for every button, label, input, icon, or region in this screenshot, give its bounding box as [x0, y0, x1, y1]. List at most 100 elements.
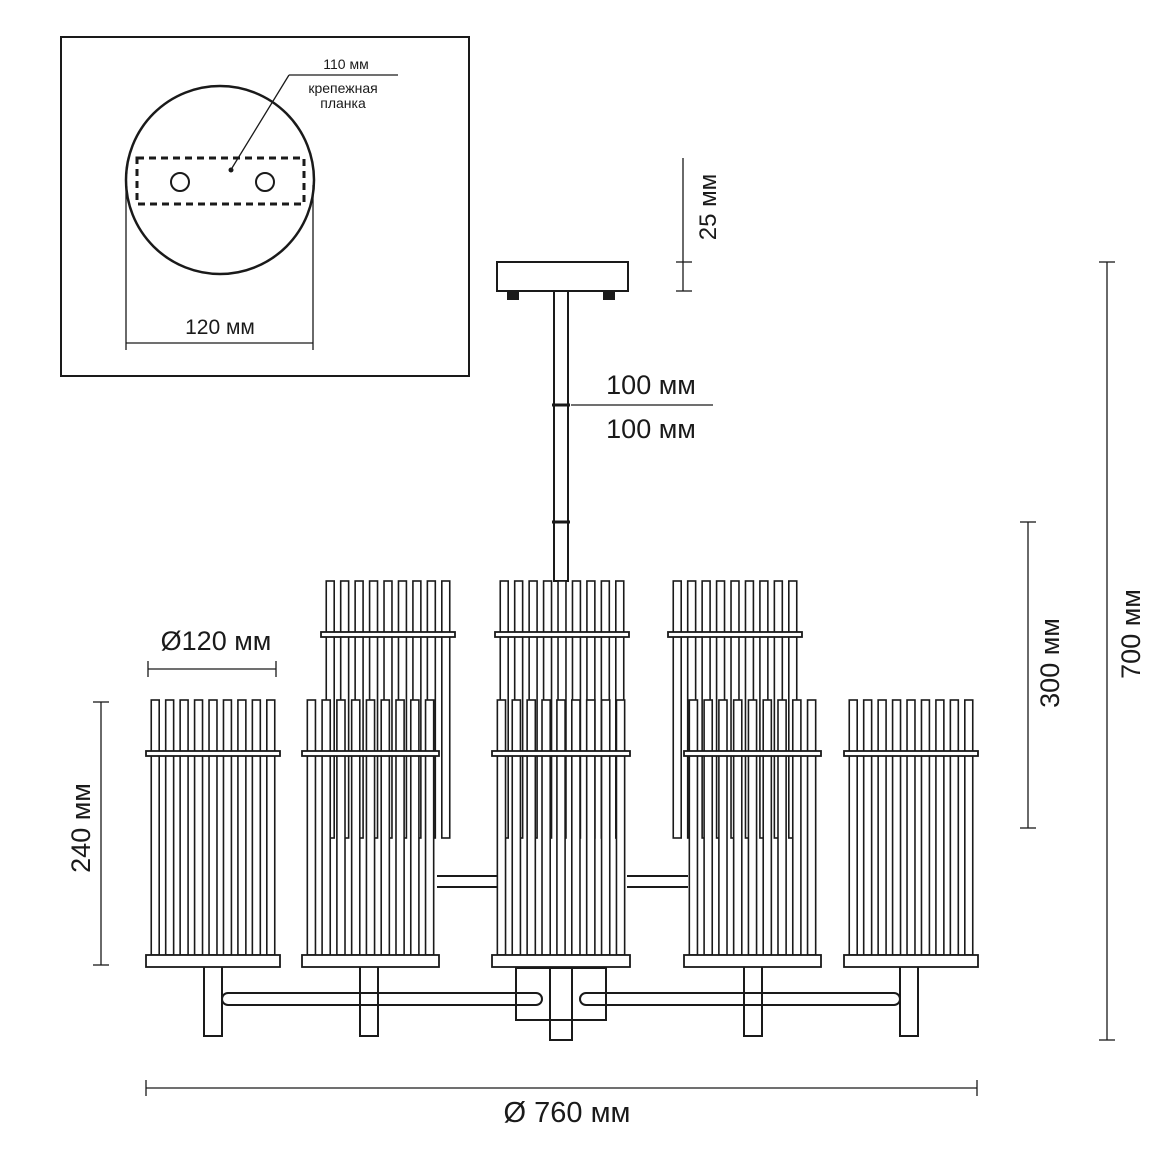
- front-shade-2-rod: [380, 699, 391, 956]
- holder-3: [549, 965, 573, 1041]
- front-shade-1-rod: [150, 699, 160, 956]
- bar-center-dot: [228, 167, 234, 173]
- arm-rail-right: [579, 992, 901, 1006]
- front-shade-2-rod: [395, 699, 405, 956]
- front-shade-3-rod: [615, 699, 626, 956]
- front-shade-3-rod: [556, 699, 566, 956]
- mounting-hole-left: [170, 172, 190, 192]
- front-shade-1-rod: [193, 699, 204, 956]
- front-shade-3-rod: [600, 699, 611, 956]
- front-shade-3-rod: [570, 699, 581, 956]
- front-shade-3: [491, 699, 631, 968]
- inset-frame: [60, 36, 470, 377]
- shade-height-label: 240 мм: [66, 783, 96, 873]
- front-shade-5-rod: [848, 699, 858, 956]
- front-shade-2-rod: [409, 699, 420, 956]
- front-shade-4-rod: [718, 699, 728, 956]
- front-shade-4-rod: [688, 699, 699, 956]
- bar-label-line2: планка: [320, 95, 366, 111]
- front-shade-5: [843, 699, 979, 968]
- front-shade-1-rod: [222, 699, 233, 956]
- bar-length-label: 110 мм: [323, 56, 368, 72]
- canopy-screw-right: [603, 291, 615, 300]
- front-shade-4-rod: [777, 699, 787, 956]
- dimension-shade-height: 240 мм: [66, 701, 109, 966]
- front-shade-2-rod: [306, 699, 317, 956]
- front-shade-4-rod: [806, 699, 817, 956]
- rod-segment-1-label: 100 мм: [606, 370, 696, 400]
- dimension-total-diameter: Ø 760 мм: [145, 1080, 978, 1129]
- front-shade-3-rod: [526, 699, 537, 956]
- shade-diameter-label: Ø120 мм: [161, 626, 272, 656]
- front-shade-2: [301, 699, 440, 968]
- front-shade-1-base-ring: [145, 954, 281, 968]
- front-shade-5-base-ring: [843, 954, 979, 968]
- front-shade-3-rod: [541, 699, 552, 956]
- canopy-screw-left: [507, 291, 519, 300]
- canopy-circle: [124, 84, 316, 276]
- dimension-canopy-height: 25 мм: [676, 158, 722, 292]
- bar-leader-line: [231, 74, 290, 169]
- front-shade-3-top-ring: [491, 750, 631, 757]
- front-shade-5-rod: [949, 699, 960, 956]
- front-shade-1-rod: [251, 699, 262, 956]
- arm-rail-left: [221, 992, 543, 1006]
- front-shade-1-rod: [179, 699, 189, 956]
- front-shade-5-rod: [862, 699, 873, 956]
- holder-2: [359, 965, 379, 1037]
- front-shade-2-base-ring: [301, 954, 440, 968]
- front-shade-4-rod: [732, 699, 743, 956]
- front-shade-5-rod: [877, 699, 887, 956]
- back-shade-3-rod: [672, 580, 682, 839]
- canopy-plate: [496, 261, 629, 292]
- total-height-label: 700 мм: [1116, 589, 1146, 679]
- front-shade-2-rod: [336, 699, 346, 956]
- front-shade-5-rod: [891, 699, 902, 956]
- front-shade-1-rod: [266, 699, 276, 956]
- front-shade-2-rod: [321, 699, 332, 956]
- front-shade-3-base-ring: [491, 954, 631, 968]
- canopy-top-view-inset: 110 мм крепежная планка 120 мм: [60, 36, 470, 377]
- stem-rod: [553, 290, 569, 582]
- bar-label-line1: крепежная: [308, 80, 377, 96]
- dimension-rod: 100 мм 100 мм: [571, 370, 713, 444]
- front-shade-3-rod: [511, 699, 522, 956]
- front-shade-1: [145, 699, 281, 968]
- canopy-diameter-label: 120 мм: [185, 316, 255, 339]
- canopy-height-label: 25 мм: [695, 174, 722, 240]
- mounting-bar-outline: [135, 156, 306, 206]
- front-shade-4-top-ring: [683, 750, 822, 757]
- holder-4: [743, 965, 763, 1037]
- holder-5: [899, 965, 919, 1037]
- front-shade-4-base-ring: [683, 954, 822, 968]
- back-shade-3-top-ring: [667, 631, 803, 638]
- front-shade-4: [683, 699, 822, 968]
- front-shade-4-rod: [703, 699, 714, 956]
- inner-height-label: 300 мм: [1035, 618, 1065, 708]
- front-shade-4-rod: [791, 699, 802, 956]
- back-shade-1-top-ring: [320, 631, 456, 638]
- front-shade-5-top-ring: [843, 750, 979, 757]
- front-row-shades: [145, 699, 979, 968]
- dimension-total-height: 700 мм: [1099, 261, 1146, 1041]
- rod-segment-2-label: 100 мм: [606, 414, 696, 444]
- front-shade-1-rod: [237, 699, 247, 956]
- front-shade-2-top-ring: [301, 750, 440, 757]
- front-shade-3-rod: [496, 699, 507, 956]
- front-shade-2-rod: [350, 699, 361, 956]
- front-shade-5-rod: [906, 699, 916, 956]
- front-shade-5-rod: [920, 699, 931, 956]
- front-shade-2-rod: [424, 699, 435, 956]
- front-shade-5-rod: [935, 699, 945, 956]
- back-shade-1-rod: [441, 580, 451, 839]
- front-shade-3-rod: [585, 699, 596, 956]
- front-shade-5-rod: [964, 699, 974, 956]
- holder-1: [203, 965, 223, 1037]
- front-shade-1-rod: [164, 699, 175, 956]
- dimension-shade-diameter: Ø120 мм: [147, 626, 277, 677]
- front-shade-2-rod: [365, 699, 376, 956]
- front-shade-4-rod: [747, 699, 758, 956]
- front-shade-4-rod: [762, 699, 773, 956]
- dimension-inner-height: 300 мм: [1020, 521, 1065, 829]
